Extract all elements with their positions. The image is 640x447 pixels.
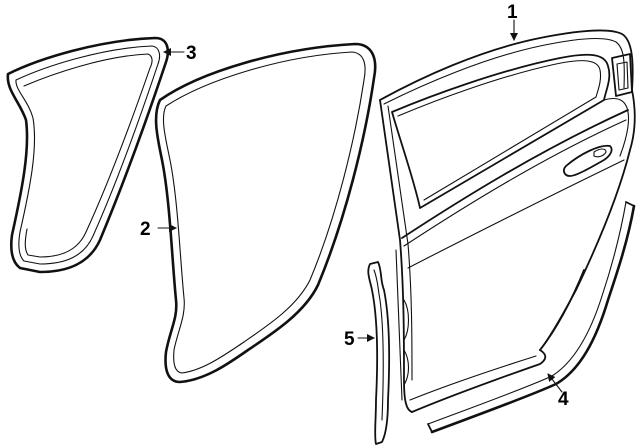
vertical-seal-part-5: [367, 261, 391, 445]
door-weatherstrip-part-2: [154, 42, 377, 384]
glass-run-seal-part-3: [6, 36, 170, 274]
leader-4: [547, 373, 563, 393]
rear-door-part-1: [379, 29, 636, 413]
leader-lines: [157, 19, 563, 393]
lower-seal-strip-part-4: [427, 201, 636, 434]
callout-labels: 1 2 3 4 5: [140, 2, 569, 410]
callout-1: 1: [507, 2, 518, 23]
callout-5: 5: [344, 329, 355, 350]
callout-3: 3: [186, 43, 197, 64]
callout-4: 4: [558, 389, 569, 410]
callout-2: 2: [140, 219, 151, 240]
